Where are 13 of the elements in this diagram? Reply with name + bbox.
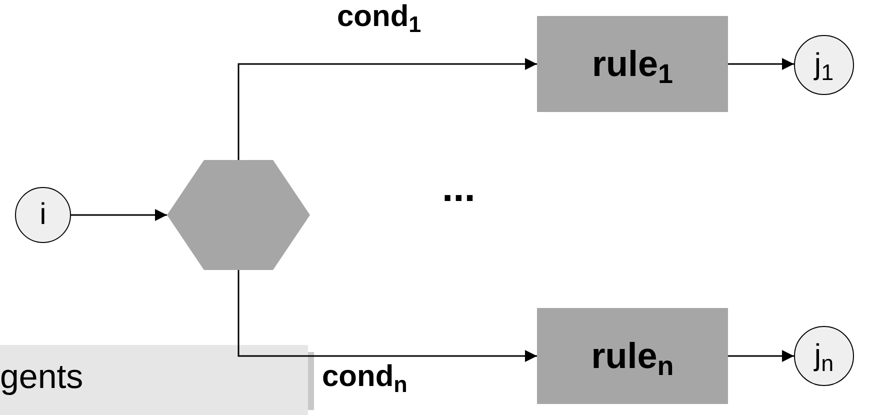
arrow xyxy=(728,58,794,70)
node-label: rule$_{1}$ xyxy=(592,46,674,82)
node-label: rule$_{n}$ xyxy=(591,338,674,374)
arrow xyxy=(238,270,537,362)
node-label: j$_{1}$ xyxy=(814,50,834,80)
arrow xyxy=(238,58,537,160)
node-label: i xyxy=(40,200,46,230)
panel-text: gents xyxy=(0,360,84,394)
arrow xyxy=(728,350,794,362)
ellipsis: ... xyxy=(442,168,476,208)
arrow xyxy=(71,209,167,221)
node-label: j$_{n}$ xyxy=(814,341,834,371)
hexagon-shape xyxy=(167,160,310,270)
